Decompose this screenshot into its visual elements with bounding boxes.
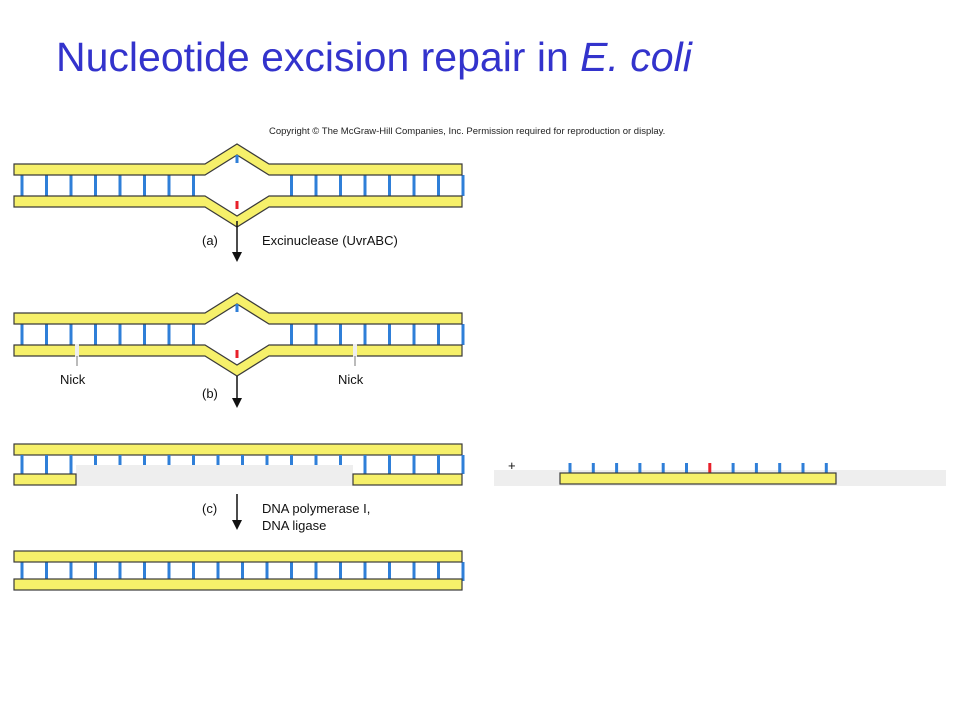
top-strand	[13, 550, 463, 563]
bottom-strand-left	[13, 473, 77, 486]
nick-right-label: Nick	[338, 372, 364, 387]
step-a-letter: (a)	[202, 233, 218, 248]
step-b-arrowhead	[232, 398, 242, 408]
oligo-strand	[559, 472, 837, 485]
top-strand	[13, 143, 463, 176]
stage-gapped-dna	[13, 443, 465, 486]
step-c: (c) DNA polymerase I, DNA ligase	[202, 494, 370, 533]
stage-repaired-dna	[13, 550, 465, 591]
slide-title: Nucleotide excision repair in E. coli	[56, 34, 692, 81]
title-organism: E. coli	[580, 34, 692, 80]
step-c-arrowhead	[232, 520, 242, 530]
plus-sign: +	[508, 458, 516, 473]
step-b-letter: (b)	[202, 386, 218, 401]
step-a: (a) Excinuclease (UvrABC)	[202, 221, 398, 262]
gap-region	[76, 465, 353, 486]
stage-damaged-dna	[13, 143, 465, 228]
bottom-strand	[13, 344, 463, 377]
step-b: Nick Nick (b)	[60, 356, 364, 408]
stage-incised-dna	[13, 292, 465, 377]
nick-left-label: Nick	[60, 372, 86, 387]
nick-right	[353, 344, 357, 357]
top-strand	[13, 292, 463, 325]
step-a-label: Excinuclease (UvrABC)	[262, 233, 398, 248]
nick-left	[75, 344, 79, 357]
bottom-strand-right	[352, 473, 463, 486]
step-c-label-line1: DNA polymerase I,	[262, 501, 370, 516]
step-c-label-line2: DNA ligase	[262, 518, 326, 533]
copyright-notice: Copyright © The McGraw-Hill Companies, I…	[269, 126, 666, 137]
top-strand	[13, 443, 463, 456]
step-a-arrowhead	[232, 252, 242, 262]
step-c-letter: (c)	[202, 501, 217, 516]
title-main: Nucleotide excision repair in	[56, 34, 569, 80]
bottom-strand	[13, 578, 463, 591]
excised-oligonucleotide	[494, 463, 946, 486]
bottom-strand	[13, 195, 463, 228]
